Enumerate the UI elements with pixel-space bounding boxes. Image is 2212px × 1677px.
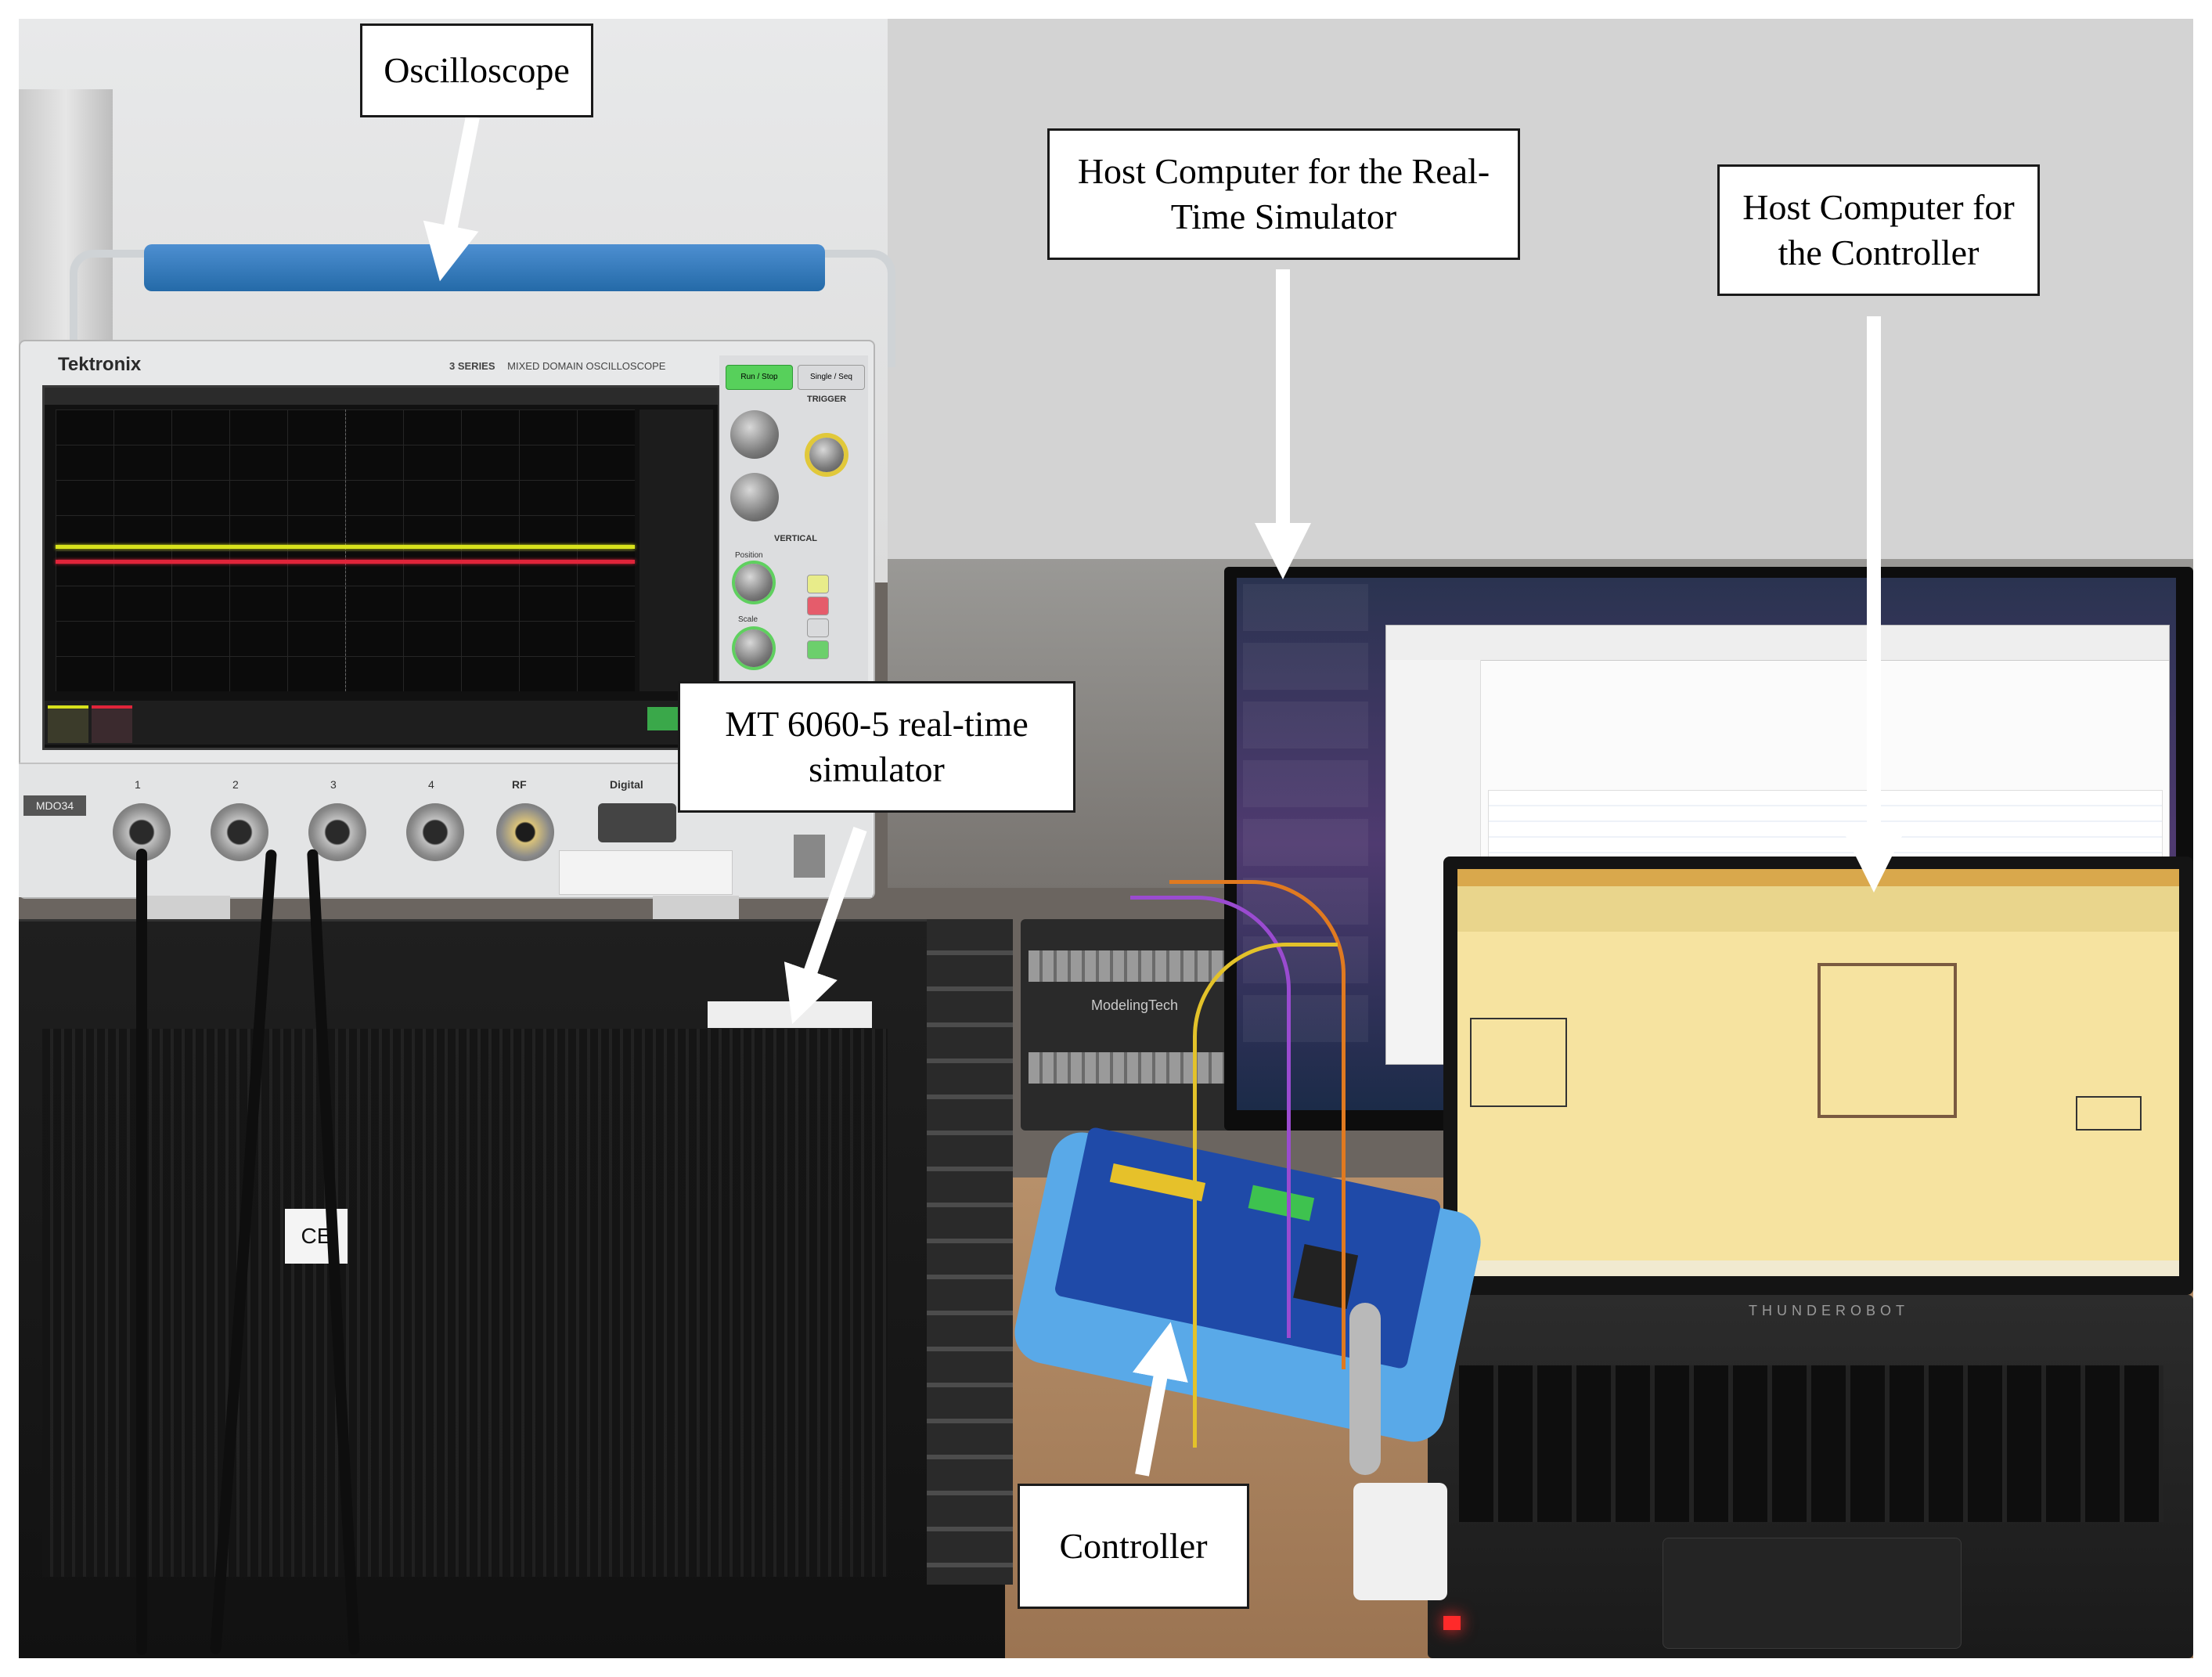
rf-input[interactable] <box>496 803 554 861</box>
vertical-scale-knob[interactable] <box>735 629 773 667</box>
taskbar <box>1457 1260 2179 1276</box>
simulator-vent <box>42 1029 888 1577</box>
usb-adapter <box>1353 1483 1447 1600</box>
trigger-label: TRIGGER <box>807 395 847 404</box>
laptop-touchpad[interactable] <box>1663 1538 1962 1649</box>
arrow-controller <box>1132 1322 1188 1477</box>
jumper-wire-purple <box>1130 896 1291 1338</box>
laptop-brand: THUNDEROBOT <box>1749 1303 1909 1318</box>
scope-model-desc: MIXED DOMAIN OSCILLOSCOPE <box>507 360 666 372</box>
simulink-output-block <box>2076 1096 2142 1131</box>
simulator-side-connectors <box>927 919 1013 1585</box>
scope-brand: Tektronix <box>58 354 142 375</box>
jumper-wire-orange <box>1169 880 1346 1369</box>
jumper-wire-yellow <box>1193 943 1338 1448</box>
ch1-num: 1 <box>135 778 141 791</box>
laptop-keyboard[interactable] <box>1459 1365 2163 1522</box>
usb-adapter-led <box>1443 1616 1461 1630</box>
digital-label: Digital <box>610 778 643 791</box>
ch2-num: 2 <box>232 778 239 791</box>
scope-top-bar <box>45 388 718 405</box>
controller-laptop-base: THUNDEROBOT <box>1428 1295 2193 1658</box>
lab-photo: Tektronix 3 SERIES MIXED DOMAIN OSCILLOS… <box>19 19 2193 1658</box>
scope-status-bar <box>45 701 718 745</box>
vertical-position-knob[interactable] <box>735 564 773 601</box>
terminal-brand: ModelingTech <box>1091 997 1179 1013</box>
callout-oscilloscope: Oscilloscope <box>360 23 593 117</box>
scope-control-panel: Run / Stop Single / Seq TRIGGER VERTICAL… <box>719 355 868 700</box>
ch4-input[interactable] <box>406 803 464 861</box>
ch2-input[interactable] <box>211 803 268 861</box>
callout-host-controller: Host Computer for the Controller <box>1717 164 2040 296</box>
ch4-num: 4 <box>428 778 434 791</box>
ribbon-cable <box>1349 1303 1381 1475</box>
trigger-level-knob[interactable] <box>809 438 844 472</box>
scope-model: MDO34 <box>23 795 86 816</box>
ch2-trace <box>56 560 635 564</box>
run-stop-label: Run / Stop <box>740 373 778 381</box>
rts-window-toolbar <box>1386 626 2169 661</box>
ch4-button[interactable] <box>807 640 829 659</box>
ch1-button[interactable] <box>807 575 829 593</box>
callout-controller: Controller <box>1018 1484 1249 1609</box>
digital-port[interactable] <box>598 803 676 842</box>
scope-series-label: 3 SERIES <box>449 360 495 372</box>
simulink-canvas <box>1457 932 2179 1260</box>
position-knob-top[interactable] <box>730 410 779 459</box>
ch3-num: 3 <box>330 778 337 791</box>
simulink-source-block <box>1470 1018 1567 1107</box>
scope-series: 3 SERIES MIXED DOMAIN OSCILLOSCOPE <box>449 360 665 372</box>
vertical-label: VERTICAL <box>774 534 817 543</box>
arrow-oscilloscope <box>423 115 480 282</box>
arrow-simulator <box>784 827 867 1024</box>
scale-label: Scale <box>738 615 758 624</box>
position-label: Position <box>735 551 763 560</box>
scope-sticker <box>559 850 733 895</box>
simulink-titlebar <box>1457 869 2179 886</box>
simulink-subsystem-block <box>1818 963 1957 1118</box>
annotation-arrows <box>423 115 1902 1477</box>
ch1-badge <box>48 705 88 743</box>
usb-ports[interactable] <box>794 835 825 878</box>
scope-right-panel <box>639 409 713 691</box>
scope-plot-area <box>56 409 635 691</box>
ch1-trace <box>56 545 635 549</box>
rf-label: RF <box>512 778 527 791</box>
simulink-ribbon <box>1457 886 2179 932</box>
callout-simulator: MT 6060-5 real-time simulator <box>678 681 1075 813</box>
single-seq-button[interactable]: Single / Seq <box>798 365 865 390</box>
ch3-input[interactable] <box>308 803 366 861</box>
single-seq-label: Single / Seq <box>810 373 852 381</box>
scope-center-line <box>345 409 347 691</box>
ch3-button[interactable] <box>807 619 829 637</box>
callout-host-rts: Host Computer for the Real-Time Simulato… <box>1047 128 1520 260</box>
scale-knob-top[interactable] <box>730 473 779 521</box>
ch2-badge <box>92 705 132 743</box>
scope-cable-1 <box>136 849 147 1655</box>
ch2-button[interactable] <box>807 597 829 615</box>
run-stop-button[interactable]: Run / Stop <box>726 365 793 390</box>
oscilloscope-handle-grip <box>144 244 825 291</box>
controller-laptop-screen <box>1457 869 2179 1276</box>
scope-screen <box>42 385 720 750</box>
